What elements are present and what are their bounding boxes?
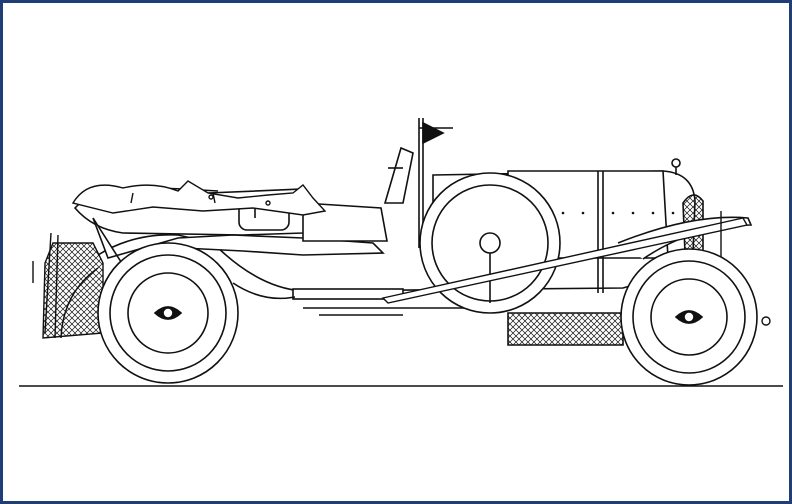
diagonal-strut bbox=[381, 217, 749, 304]
car-illustration bbox=[19, 118, 783, 387]
rear-grille bbox=[32, 232, 104, 339]
front-wheel bbox=[620, 248, 758, 386]
rear-wheel bbox=[97, 242, 239, 384]
folded-hood bbox=[71, 180, 327, 216]
windscreen bbox=[383, 118, 453, 248]
